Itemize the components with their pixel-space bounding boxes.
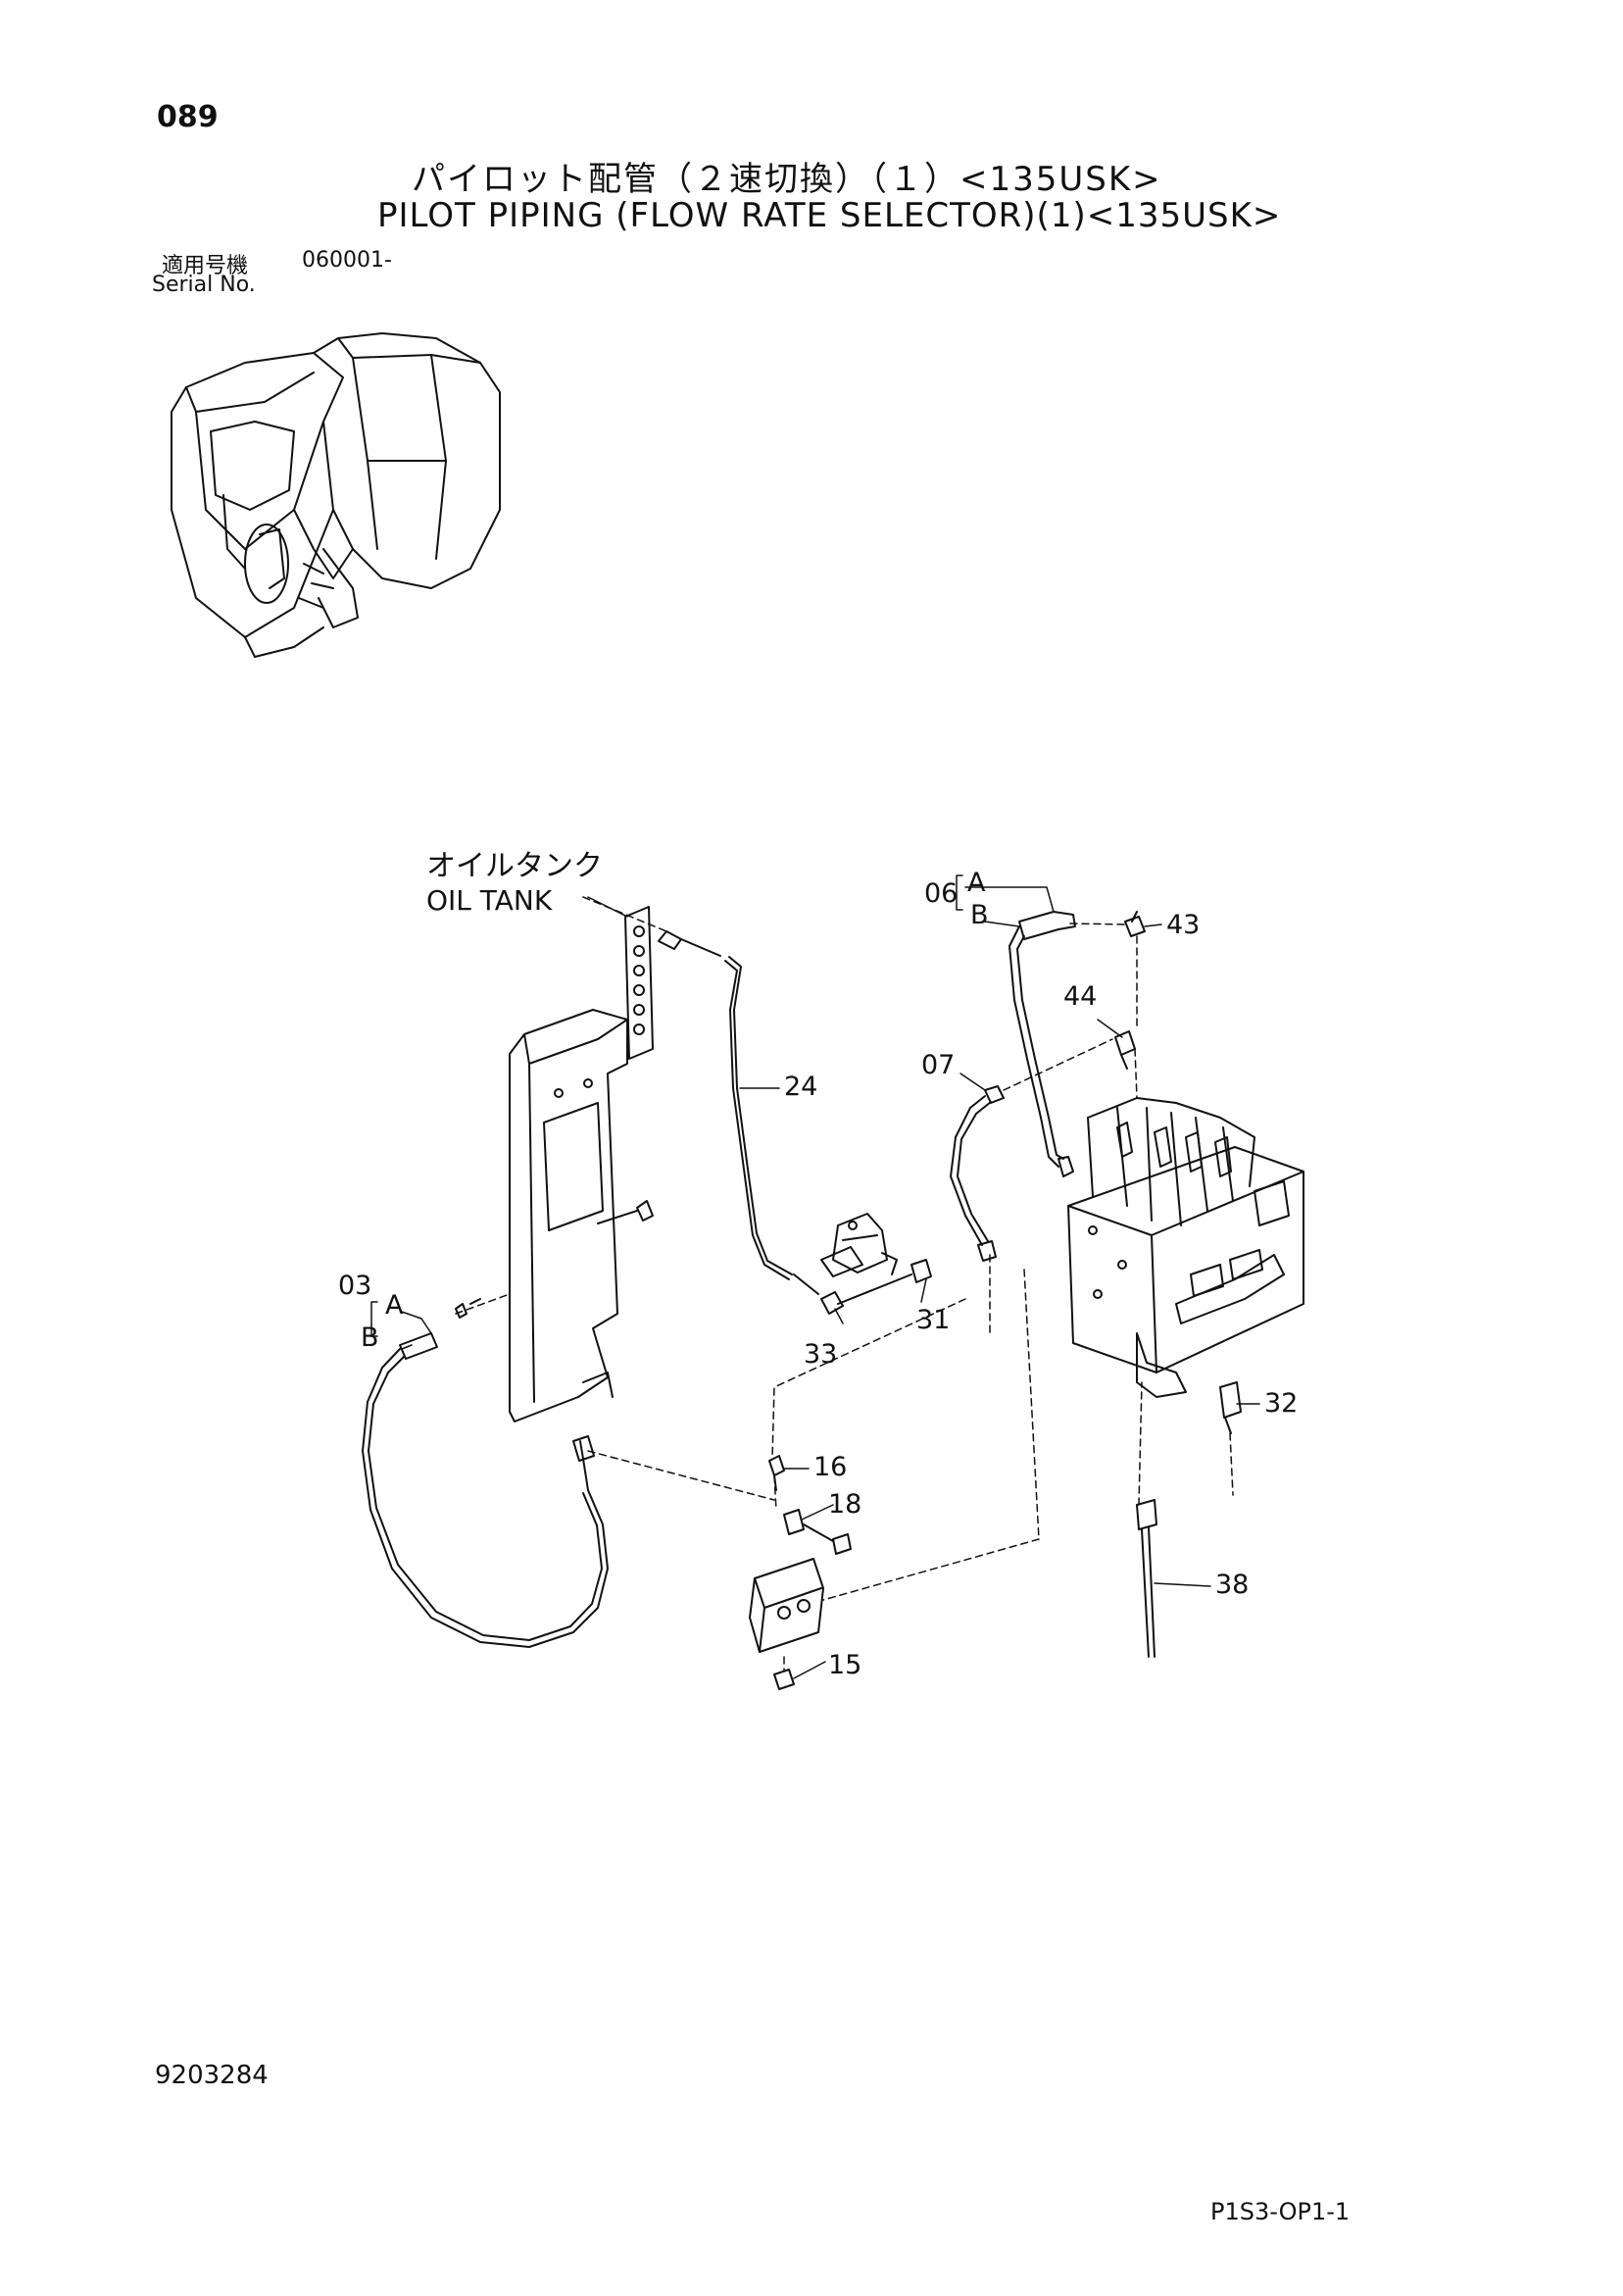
- hose-06: [1008, 911, 1076, 1177]
- callout-24: 24: [784, 1072, 817, 1102]
- page-code: P1S3-OP1-1: [1210, 2198, 1351, 2225]
- fitting-43: [1124, 911, 1146, 937]
- fitting-44: [1114, 1030, 1136, 1070]
- callout-16: 16: [813, 1452, 847, 1482]
- callout-32: 32: [1264, 1388, 1298, 1419]
- serial-label-english: Serial No.: [152, 273, 256, 297]
- callout-44: 44: [1063, 981, 1097, 1012]
- control-valve-block: [1067, 1097, 1304, 1398]
- callout-03: 03: [338, 1271, 371, 1301]
- oil-tank-port-plate: [624, 906, 654, 1060]
- callout-06-b: B: [970, 900, 989, 930]
- hose-03: [362, 1332, 609, 1648]
- fitting-32: [1219, 1381, 1242, 1434]
- callout-31: 31: [916, 1305, 950, 1335]
- callout-33: 33: [804, 1339, 837, 1370]
- callout-38: 38: [1215, 1570, 1249, 1600]
- oil-tank-bracket: [509, 1009, 628, 1423]
- page-number: 089: [157, 100, 219, 134]
- fitting-assembly-31-33: [455, 1200, 932, 1319]
- page-title-japanese: パイロット配管（２速切換）（１）<135USK>: [412, 160, 1162, 199]
- callout-07: 07: [921, 1050, 955, 1080]
- hose-24: [658, 930, 793, 1280]
- callout-43: 43: [1166, 910, 1200, 940]
- callout-leader-lines: [401, 886, 1260, 1679]
- routing-dashed-lines: [455, 896, 1234, 1672]
- callout-15: 15: [828, 1650, 861, 1680]
- callout-18: 18: [828, 1489, 861, 1520]
- page-title-english: PILOT PIPING (FLOW RATE SELECTOR)(1)<135…: [377, 196, 1282, 235]
- hose-07: [950, 1085, 1005, 1262]
- oil-tank-label-japanese: オイルタンク: [426, 849, 603, 883]
- callout-03-b: B: [361, 1323, 379, 1353]
- callout-03-a: A: [385, 1290, 404, 1321]
- callout-brackets: [370, 874, 963, 1337]
- cable-tie-38: [1136, 1499, 1157, 1658]
- machine-overview-image: [171, 332, 501, 658]
- callout-labels: オイルタンク OIL TANK 06 A B 43 44 07 24 03 A …: [338, 849, 1298, 1680]
- serial-number-value: 060001-: [302, 248, 392, 273]
- callout-06: 06: [924, 878, 958, 909]
- oil-tank-label-english: OIL TANK: [426, 884, 553, 917]
- drawing-number: 9203284: [155, 2061, 269, 2090]
- callout-06-a: A: [967, 868, 986, 898]
- serial-label-japanese: 適用号機: [162, 254, 249, 278]
